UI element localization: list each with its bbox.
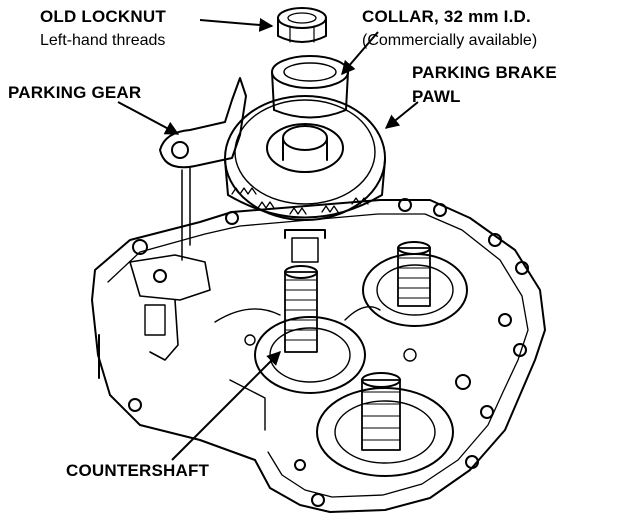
bolt-boss: [398, 198, 412, 212]
pawl-label: PAWL: [412, 87, 461, 106]
old-locknut-label: OLD LOCKNUT: [40, 7, 166, 26]
bolt-boss: [132, 239, 148, 255]
parking-gear-hub: [266, 123, 344, 173]
bolt-boss: [513, 343, 527, 357]
parking-gear-bore: [282, 125, 328, 151]
left-hand-threads-label: Left-hand threads: [40, 32, 166, 49]
mainshaft-spline: [397, 247, 431, 307]
parking-gear-rim: [224, 95, 386, 221]
countershaft-gear: [254, 316, 366, 394]
parking-gear-teeth: [231, 187, 369, 215]
housing-outline: [91, 199, 546, 513]
locknut-top: [277, 7, 327, 29]
output-spline: [361, 379, 401, 451]
collar-label: COLLAR, 32 mm I.D.: [362, 7, 531, 26]
locknut-leader: [199, 17, 274, 32]
center-shaft: [284, 229, 326, 239]
bolt-boss: [433, 203, 447, 217]
countershaft-leader: [171, 351, 281, 461]
bolt-boss: [311, 493, 325, 507]
pawl-pivot: [171, 141, 189, 159]
bolt-boss: [128, 398, 142, 412]
bolt-boss: [515, 261, 529, 275]
collar-leader: [341, 31, 379, 76]
countershaft-label: COUNTERSHAFT: [66, 461, 210, 480]
pawl-leader: [384, 101, 419, 129]
parking-gear-inner: [234, 99, 376, 205]
output-gear: [316, 387, 454, 477]
bolt-boss: [465, 455, 479, 469]
bolt-boss: [498, 313, 512, 327]
countershaft-spline: [284, 271, 318, 353]
collar-bore: [283, 62, 337, 82]
parking-gear-body: [224, 159, 386, 219]
locknut-bore: [287, 12, 317, 24]
bolt-boss: [488, 233, 502, 247]
parking-pawl: [159, 77, 247, 169]
parking-brake-label: PARKING BRAKE: [412, 63, 557, 82]
bolt-boss: [455, 374, 471, 390]
parking-gear-label: PARKING GEAR: [8, 83, 142, 102]
bolt-boss: [480, 405, 494, 419]
bolt-boss: [225, 211, 239, 225]
commercially-available-label: (Commercially available): [362, 32, 538, 49]
shift-linkage: [129, 254, 211, 301]
parking-gear-leader: [117, 101, 180, 135]
bolt-boss: [294, 459, 306, 471]
